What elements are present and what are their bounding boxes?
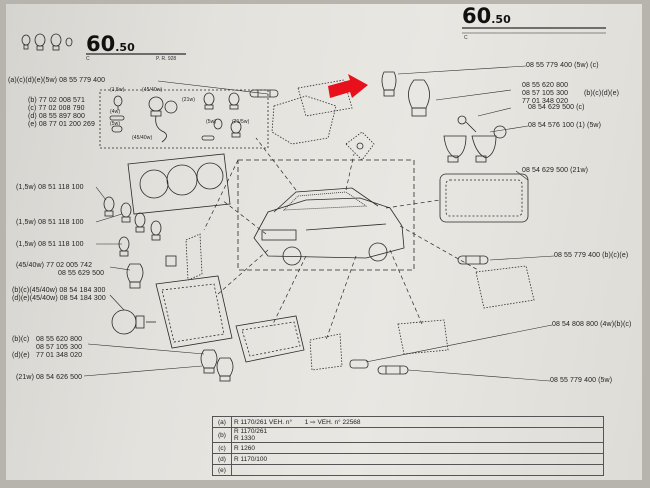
variant-table: (a) R 1170/261 VEH. n° 1 ⇨ VEH. n° 22568… bbox=[212, 416, 604, 476]
table-row: (c) R 1260 bbox=[212, 442, 604, 454]
callout-right-779-bottom: 08 55 779 400 (5w) bbox=[550, 377, 613, 384]
left-code-list: (b) 77 02 008 571 (c) 77 02 008 790 (d) … bbox=[28, 97, 95, 129]
callout-left-118-3: (1,5w) 08 51 118 100 bbox=[16, 241, 84, 248]
variant-code: (e) bbox=[212, 464, 232, 476]
variant-extra: 1 ⇨ VEH. n° 22568 bbox=[304, 419, 361, 426]
bulb-tag: (21/5w) bbox=[232, 119, 250, 125]
bulb-icon-header bbox=[21, 33, 73, 51]
table-row: (e) bbox=[212, 464, 604, 476]
callout-top-center: (a)(c)(d)(e)(5w) 08 55 779 400 bbox=[8, 77, 106, 84]
bulb-tag: (4w) bbox=[110, 109, 121, 115]
bulb-tag: (5w) bbox=[110, 121, 121, 127]
callout-left-h4-2: 08 55 629 500 bbox=[58, 270, 105, 277]
callout-left-184-2: (d)(e)(45/40w) 08 54 184 300 bbox=[12, 295, 106, 302]
variant-text bbox=[231, 464, 604, 476]
callout-left-h4-1: (45/40w) 77 02 005 742 bbox=[16, 262, 93, 269]
callout-right-779-mid: 08 55 779 400 (b)(c)(e) bbox=[554, 252, 629, 259]
callout-right-stack-codes: (b)(c)(d)(e) bbox=[584, 90, 620, 97]
variant-code: (d) bbox=[212, 453, 232, 465]
callout-right-576: 08 54 576 100 (1) (5w) bbox=[528, 122, 602, 129]
part-number: 77 01 348 020 bbox=[522, 98, 569, 105]
page-note-pr: P. R. 928 bbox=[156, 56, 177, 62]
callout-left-118-1: (1,5w) 08 51 118 100 bbox=[16, 184, 84, 191]
page-note-c-right: C bbox=[464, 35, 468, 41]
part-number: 77 01 348 020 bbox=[36, 352, 83, 359]
callout-right-808: 08 54 808 800 (4w)(b)(c) bbox=[552, 321, 632, 328]
variant-code: (c) bbox=[212, 442, 232, 454]
instrument-cluster-drawing bbox=[127, 153, 231, 215]
callout-right-629-21w: 08 54 629 500 (21w) bbox=[522, 167, 589, 174]
callout-left-118-2: (1,5w) 08 51 118 100 bbox=[16, 219, 84, 226]
car-drawing bbox=[237, 159, 415, 271]
code-row: (d) 08 55 897 800 bbox=[28, 113, 85, 120]
rear-lamp-drawing bbox=[439, 173, 529, 223]
bulb-kit-box bbox=[99, 89, 269, 149]
page-note-c-left: C bbox=[86, 56, 90, 62]
variant-code: (a) bbox=[212, 416, 232, 428]
bulb-tag: (45/40w) bbox=[132, 135, 153, 141]
variant-text: R 1170/261 VEH. n° 1 ⇨ VEH. n° 22568 bbox=[231, 416, 604, 428]
highlight-arrow-icon bbox=[328, 74, 368, 98]
bulb-tag: (1,5w) bbox=[110, 87, 125, 93]
bulb-tag: (45/40w) bbox=[142, 87, 163, 93]
page-number-right: 60.50 bbox=[462, 4, 511, 28]
callout-left-184-1: (b)(c)(45/40w) 08 54 184 300 bbox=[12, 287, 106, 294]
callout-left-stack: 08 55 620 800 08 57 105 300 77 01 348 02… bbox=[36, 336, 82, 360]
indicator-bulb-icon bbox=[381, 71, 430, 117]
headlamp-drawing bbox=[155, 275, 233, 349]
part-number: 08 55 620 800 bbox=[36, 336, 83, 343]
callout-left-626: (21w) 08 54 626 500 bbox=[16, 374, 83, 381]
bulb-tag: (5w) bbox=[206, 119, 217, 125]
variant-text: R 1260 bbox=[231, 442, 604, 454]
catalog-page: 60.50 C P. R. 928 60.50 C (a)(c)(d)(e)(5… bbox=[6, 4, 642, 480]
table-row: (a) R 1170/261 VEH. n° 1 ⇨ VEH. n° 22568 bbox=[212, 416, 604, 428]
table-row: (d) R 1170/100 bbox=[212, 453, 604, 465]
part-number: 08 57 105 300 bbox=[522, 90, 569, 97]
code-row: (c) 77 02 008 790 bbox=[28, 105, 85, 112]
parts-illustration bbox=[21, 27, 606, 382]
part-number: 08 55 620 800 bbox=[522, 82, 569, 89]
callout-left-codes-top: (b)(c) bbox=[12, 336, 30, 343]
bulb-tag: (21w) bbox=[182, 97, 196, 103]
page-number-left: 60.50 bbox=[86, 32, 135, 56]
callout-top-right: 08 55 779 400 (5w) (c) bbox=[526, 62, 599, 69]
code-row: (e) 08 77 01 200 269 bbox=[28, 121, 96, 128]
code-row: (b) 77 02 008 571 bbox=[28, 97, 85, 104]
variant-code: (b) bbox=[212, 427, 232, 443]
callout-left-codes-bottom: (d)(e) bbox=[12, 352, 30, 359]
callout-right-stack: 08 55 620 800 08 57 105 300 77 01 348 02… bbox=[522, 82, 568, 106]
part-number: 08 57 105 300 bbox=[36, 344, 83, 351]
variant-text: R 1170/100 bbox=[231, 453, 604, 465]
callout-right-629: 08 54 629 500 (c) bbox=[528, 104, 585, 111]
